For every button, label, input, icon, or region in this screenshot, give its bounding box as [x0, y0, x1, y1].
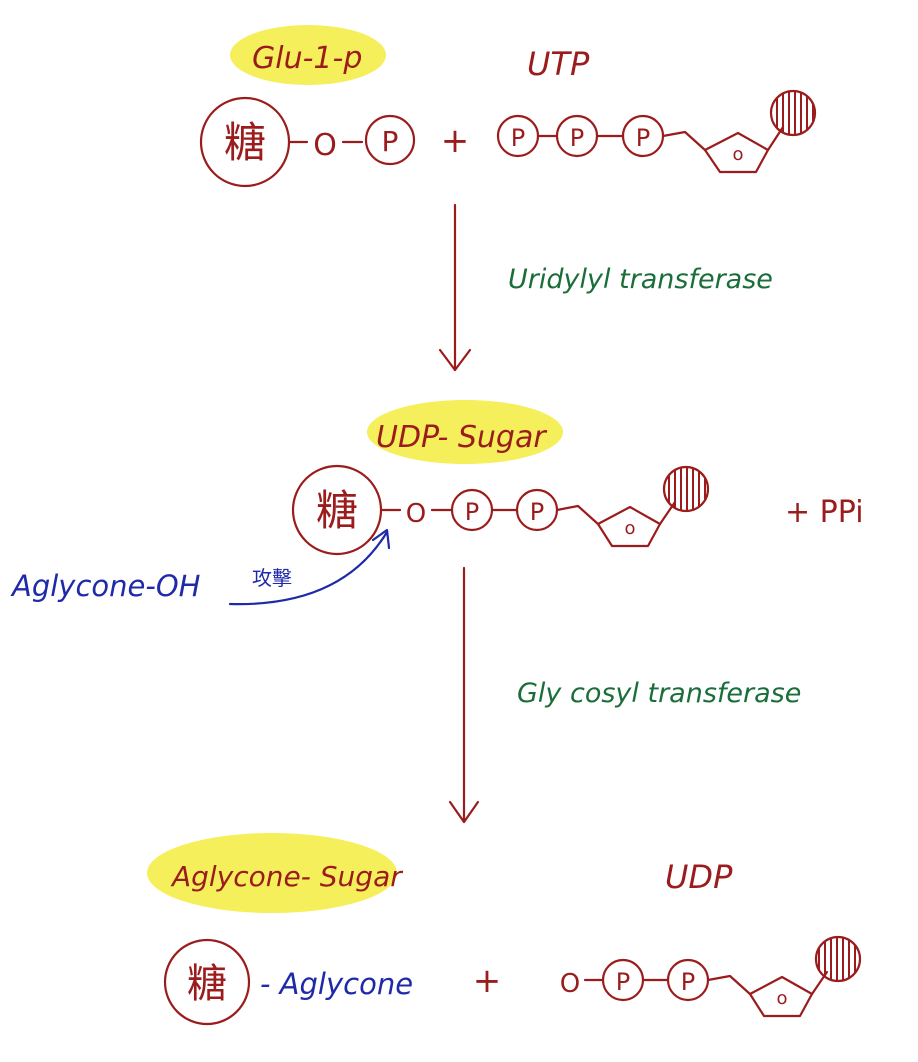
plus-sign: + — [441, 121, 470, 161]
svg-text:o: o — [624, 518, 635, 539]
svg-text:P: P — [681, 968, 695, 996]
step1-arrow — [438, 203, 472, 372]
udp-sugar-label: UDP- Sugar — [376, 420, 547, 455]
bridging-oxygen: O — [406, 499, 426, 529]
svg-text:o: o — [776, 988, 787, 1009]
row2-udp-sugar: UDP- Sugar 糖 O P P o + PPi — [291, 400, 864, 556]
utp-phosphate-3: P — [621, 114, 665, 158]
uracil-base-hatched — [814, 935, 862, 983]
svg-text:P: P — [511, 124, 525, 152]
phosphate-circle-2: P — [515, 488, 559, 532]
aglycone-sugar-label: Aglycone- Sugar — [170, 860, 403, 893]
nucleophilic-attack: Aglycone-OH 攻擊 — [10, 528, 391, 606]
step2-arrow — [448, 566, 480, 824]
svg-text:P: P — [530, 498, 544, 526]
glu-1-p-highlight — [230, 25, 386, 85]
attack-label: 攻擊 — [252, 566, 292, 590]
row3-products: Aglycone- Sugar UDP 糖 - Aglycone + O P P… — [147, 833, 862, 1026]
phosphate-circle: P — [364, 114, 416, 166]
svg-text:P: P — [465, 498, 479, 526]
phosphate-circle-1: P — [450, 488, 494, 532]
utp-phosphate-2: P — [555, 114, 599, 158]
sugar-char: 糖 — [224, 118, 266, 167]
uridylyl-transferase-label: Uridylyl transferase — [508, 264, 773, 295]
phosphate-circle-1: P — [601, 958, 645, 1002]
ribose-ring: o — [703, 131, 770, 174]
svg-text:糖: 糖 — [316, 486, 358, 535]
glu-1-p-label: Glu-1-p — [252, 41, 362, 76]
sugar-circle: 糖 — [199, 96, 291, 188]
aglycone-group: - Aglycone — [260, 967, 413, 1001]
plus-sign: + — [473, 961, 502, 1001]
svg-text:糖: 糖 — [187, 961, 227, 1007]
glycosyl-transferase-label: Gly cosyl transferase — [517, 678, 801, 709]
aglycone-oh-label: Aglycone-OH — [10, 569, 201, 603]
row1-glucose-1-phosphate-plus-utp: Glu-1-p UTP 糖 O P + P P P — [199, 25, 817, 188]
utp-phosphate-1: P — [496, 114, 540, 158]
phosphate-circle-2: P — [666, 958, 710, 1002]
bridging-oxygen: O — [313, 128, 337, 163]
ppi-byproduct: + PPi — [785, 495, 864, 530]
udp-sugar-highlight — [367, 400, 563, 464]
sugar-circle: 糖 — [291, 464, 383, 556]
aglycone-sugar-highlight — [147, 833, 397, 913]
svg-text:o: o — [732, 144, 743, 165]
sugar-circle: 糖 — [163, 938, 251, 1026]
utp-label: UTP — [527, 45, 590, 83]
svg-text:P: P — [570, 124, 584, 152]
svg-text:P: P — [636, 124, 650, 152]
attack-arrow — [228, 530, 389, 606]
bridging-oxygen: O — [560, 969, 580, 999]
uracil-base-hatched — [662, 465, 710, 513]
ribose-ring: o — [596, 505, 662, 548]
ribose-ring: o — [748, 975, 814, 1018]
uracil-base-hatched — [769, 89, 817, 137]
svg-text:P: P — [616, 968, 630, 996]
udp-label: UDP — [665, 858, 733, 896]
svg-text:P: P — [382, 125, 399, 158]
